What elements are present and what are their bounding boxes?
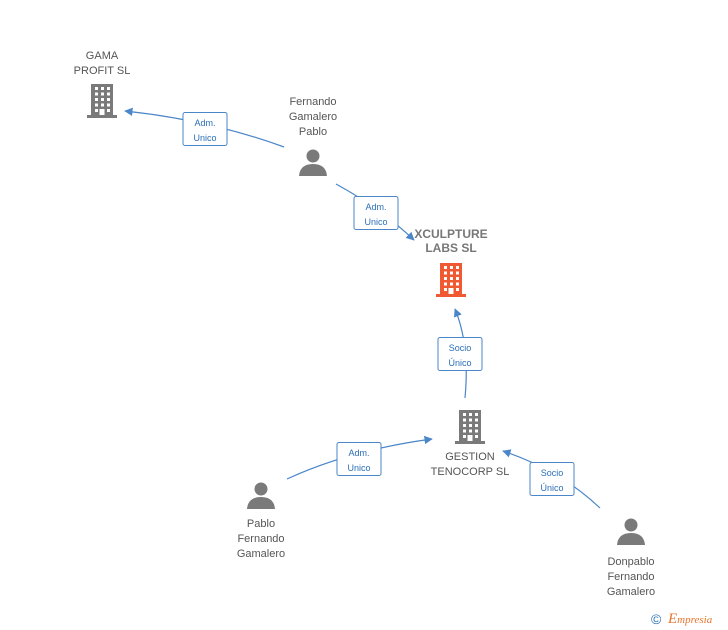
node-label-line: TENOCORP SL xyxy=(431,466,510,478)
edge-label-line: Unico xyxy=(193,133,216,143)
node-label-line: Fernando xyxy=(607,571,654,583)
node-label-line: Gamalero xyxy=(237,548,285,560)
edge-label-line: Adm. xyxy=(365,202,386,212)
building-icon xyxy=(455,410,485,444)
edge-label-box xyxy=(353,196,399,230)
edge-e4[interactable]: Adm. Unico xyxy=(286,435,433,480)
node-label-line: XCULPTURE xyxy=(414,227,487,241)
edge-label-line: Socio xyxy=(541,468,564,478)
brand-footer[interactable]: © Empresia xyxy=(651,611,713,627)
node-label-line: Gamalero xyxy=(607,586,655,598)
edge-label-box xyxy=(529,462,575,496)
person-icon xyxy=(247,482,275,509)
edge-label-line: Unico xyxy=(347,463,370,473)
edge-label-box xyxy=(437,337,483,371)
edge-label-line: Adm. xyxy=(194,118,215,128)
node-label-line: Fernando xyxy=(237,533,284,545)
edge-label-box xyxy=(336,442,382,476)
edge-label-line: Único xyxy=(448,358,471,368)
node-label-line: GESTION xyxy=(445,451,495,463)
edge-e2[interactable]: Adm. Unico xyxy=(335,183,415,241)
node-gestion[interactable]: GESTION TENOCORP SL xyxy=(431,410,510,478)
building-icon xyxy=(87,84,117,118)
node-label-line: Donpablo xyxy=(607,556,654,568)
node-label-line: PROFIT SL xyxy=(74,65,131,77)
node-label-line: Gamalero xyxy=(289,111,337,123)
node-label-line: LABS SL xyxy=(425,241,476,255)
edge-e1[interactable]: Adm. Unico xyxy=(124,107,285,148)
copyright-icon: © xyxy=(651,611,662,627)
edge-label-box xyxy=(182,112,228,146)
node-label-line: Fernando xyxy=(289,96,336,108)
edge-label-line: Adm. xyxy=(348,448,369,458)
edge-label-line: Único xyxy=(540,483,563,493)
person-icon xyxy=(299,149,327,176)
brand-logo: Empresia xyxy=(667,611,713,627)
node-label-line: Pablo xyxy=(247,518,275,530)
node-gama[interactable]: GAMA PROFIT SL xyxy=(74,50,131,118)
building-icon xyxy=(436,263,466,297)
person-icon xyxy=(617,518,645,545)
node-label-line: GAMA xyxy=(86,50,119,62)
edge-label-line: Unico xyxy=(364,217,387,227)
node-label-line: Pablo xyxy=(299,126,327,138)
edge-label-line: Socio xyxy=(449,343,472,353)
